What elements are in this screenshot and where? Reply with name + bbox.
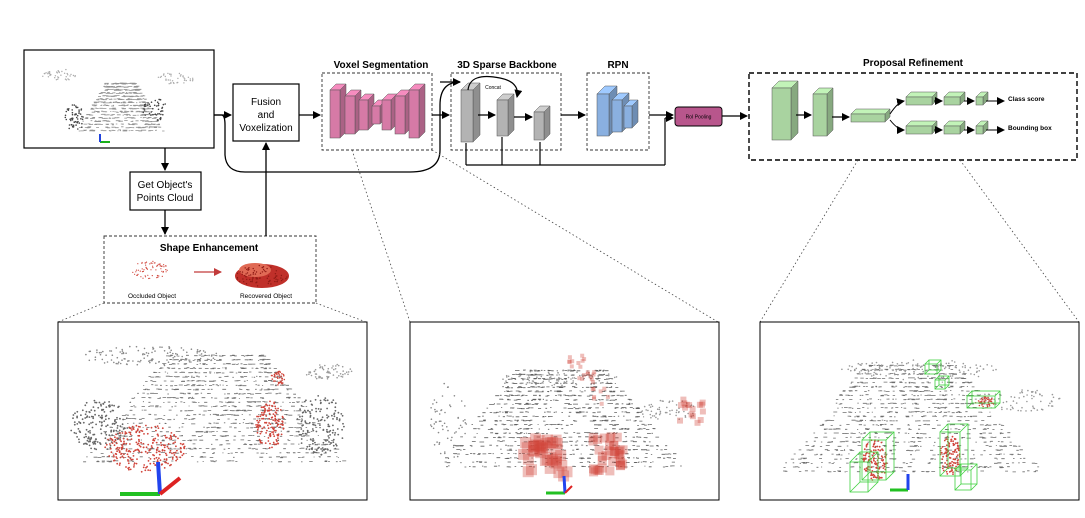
backbone-block-3 — [533, 105, 551, 141]
get-points-label-1: Get Object's — [138, 180, 193, 191]
left-points — [429, 382, 468, 458]
refine-block-1 — [771, 80, 799, 141]
input-point-cloud-panel — [23, 49, 215, 149]
get-object-points-box: Get Object's Points Cloud — [129, 171, 202, 211]
road-points — [78, 82, 165, 132]
refine-fc — [905, 120, 938, 135]
voxel-cluster — [518, 433, 573, 482]
bounding-box-icon — [939, 423, 969, 477]
projection-lines — [57, 149, 1080, 323]
car-points — [104, 424, 186, 473]
background-points — [841, 359, 997, 381]
get-points-label-2: Points Cloud — [137, 193, 194, 204]
background-points — [85, 345, 218, 367]
refine-fc — [943, 120, 966, 135]
refine-fc — [975, 91, 989, 106]
voxel-segmentation-box: Voxel Segmentation — [321, 60, 433, 151]
road-points — [783, 364, 1040, 473]
input-point-cloud-points — [42, 68, 194, 132]
voxel-block — [408, 83, 426, 139]
panel2-points — [429, 353, 706, 482]
fusion-label-1: Fusion — [251, 97, 281, 108]
background-points — [502, 369, 618, 387]
stage-arrows — [432, 75, 748, 166]
panel3-points — [783, 359, 1061, 493]
fusion-voxelization-box: Fusion and Voxelization — [232, 83, 300, 142]
shape-enhancement-title: Shape Enhancement — [160, 243, 259, 254]
refine-arrow — [889, 98, 905, 115]
voxel-block — [394, 89, 412, 135]
panel1-points — [70, 345, 353, 473]
occluded-object-icon — [132, 260, 168, 280]
roi-pooling-block: RoI Pooling — [674, 106, 723, 127]
axis-gizmo-icon-2 — [546, 475, 573, 495]
car-points — [255, 400, 285, 449]
bounding-box-icon — [934, 375, 950, 390]
refine-arrow — [889, 119, 905, 134]
bounding-box-icon — [954, 463, 978, 491]
refine-fc — [905, 91, 938, 106]
rpn-box: RPN — [586, 60, 650, 151]
rpn-title: RPN — [607, 60, 628, 71]
backbone-block-1 — [460, 82, 481, 143]
backbone-box: 3D Sparse Backbone Concat — [450, 60, 562, 151]
backbone-block-2 — [496, 93, 515, 137]
roi-pooling-label: RoI Pooling — [686, 115, 712, 121]
panel-refinement-cloud — [759, 321, 1080, 501]
voxel-cluster — [590, 386, 610, 406]
left-arrows — [161, 78, 461, 236]
bounding-box-label: Bounding box — [1008, 125, 1052, 132]
shape-enhancement-box: Shape Enhancement Occluded Object Recove… — [103, 235, 317, 304]
fusion-label-3: Voxelization — [239, 123, 292, 134]
panel-shape-enhanced-cloud — [57, 321, 368, 501]
right-wall-points — [296, 395, 345, 456]
background-points — [42, 68, 76, 81]
refine-fc-1 — [850, 108, 891, 123]
voxel-cluster — [588, 432, 628, 477]
backbone-title: 3D Sparse Backbone — [457, 60, 557, 71]
voxel-cluster — [567, 353, 587, 369]
proposal-refinement-box: Proposal Refinement Class score Bounding… — [748, 58, 1078, 161]
recovered-points — [236, 264, 288, 287]
bounding-box-icon — [966, 390, 1001, 409]
bounding-box-icon — [849, 451, 879, 493]
road-points — [444, 369, 682, 468]
voxel-cluster — [677, 396, 706, 426]
refine-fc — [975, 120, 989, 135]
bounding-box-icon — [924, 359, 942, 375]
axis-gizmo-icon — [120, 461, 182, 496]
object-points — [64, 104, 84, 130]
refine-block-2 — [812, 87, 834, 137]
backbone-blocks — [460, 82, 551, 143]
voxel-segmentation-title: Voxel Segmentation — [334, 60, 429, 71]
refinement-blocks — [771, 80, 1005, 141]
object-points — [142, 98, 166, 121]
background-points — [157, 72, 194, 85]
recovered-label: Recovered Object — [240, 293, 292, 300]
occluded-points — [132, 260, 168, 280]
axis-gizmo-icon-3 — [890, 474, 910, 492]
background-points — [640, 399, 695, 421]
car-points — [862, 439, 888, 481]
voxel-cluster — [577, 370, 597, 385]
background-points — [305, 363, 353, 380]
left-wall-points — [70, 399, 131, 451]
recovered-highlight — [239, 263, 271, 277]
car-points — [939, 435, 961, 475]
panel-voxel-segmentation-cloud — [409, 321, 720, 501]
concat-label: Concat — [485, 85, 501, 91]
recovered-object-icon — [235, 263, 289, 288]
class-score-label: Class score — [1008, 96, 1045, 103]
refine-fc — [943, 91, 966, 106]
rpn-blocks — [596, 85, 639, 137]
car-points — [270, 370, 286, 386]
fusion-label-2: and — [258, 110, 275, 121]
occluded-label: Occluded Object — [128, 293, 176, 300]
voxel-block — [329, 83, 347, 139]
proposal-refinement-title: Proposal Refinement — [863, 58, 964, 69]
rpn-block-3 — [623, 99, 639, 129]
voxel-seg-blocks — [329, 83, 426, 139]
voxel-block — [344, 89, 362, 135]
